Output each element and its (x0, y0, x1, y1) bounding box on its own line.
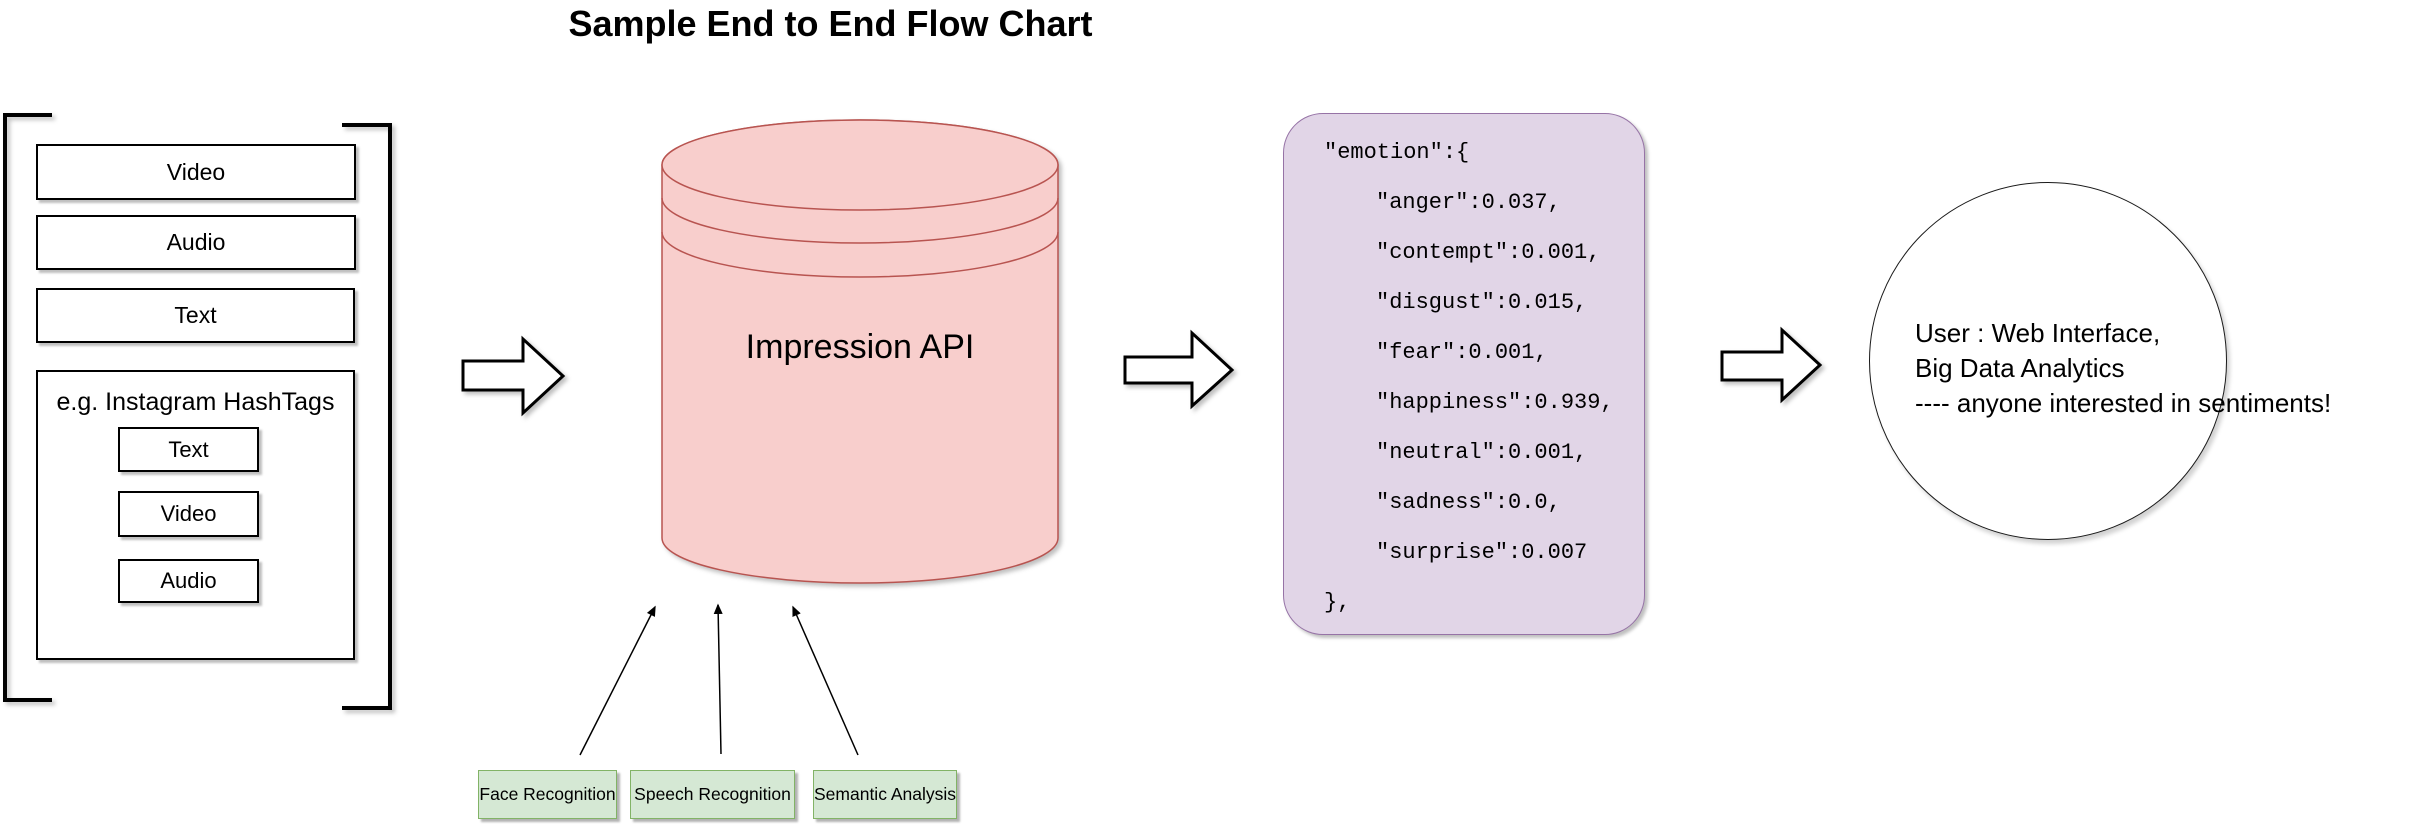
hashtag-box-text-label: Text (168, 436, 209, 462)
json-line: }, (1324, 590, 1351, 615)
flow-arrow-json-to-user (1720, 326, 1823, 404)
processor-box-face-recognition: Face Recognition (478, 770, 617, 819)
json-line: "surprise":0.007 (1376, 540, 1588, 565)
json-line: "anger":0.037, (1376, 190, 1561, 215)
json-line: "disgust":0.015, (1376, 290, 1588, 315)
json-output-box: "emotion":{ "anger":0.037, "contempt":0.… (1283, 113, 1645, 635)
json-line: "fear":0.001, (1376, 340, 1548, 365)
json-line: "happiness":0.939, (1376, 390, 1614, 415)
user-circle-text: User : Web Interface, Big Data Analytics… (1915, 316, 2331, 421)
impression-api-cylinder (661, 119, 1059, 584)
processor-arrow-face-recognition (579, 605, 656, 756)
cylinder-disc-line-1 (661, 197, 1059, 244)
flow-arrow-api-to-json (1123, 329, 1235, 410)
cylinder-disc-line-2 (661, 231, 1059, 278)
processor-box-semantic-analysis-label: Semantic Analysis (814, 784, 957, 804)
json-line: "sadness":0.0, (1376, 490, 1561, 515)
processor-box-speech-recognition-label: Speech Recognition (634, 784, 791, 804)
processor-box-speech-recognition: Speech Recognition (630, 770, 795, 819)
hashtag-box-video: Video (118, 491, 259, 537)
hashtag-example-label: e.g. Instagram HashTags (56, 388, 335, 416)
page-title: Sample End to End Flow Chart (568, 3, 1093, 44)
json-line: "contempt":0.001, (1376, 240, 1601, 265)
input-box-audio: Audio (36, 215, 356, 270)
cylinder-top-ellipse (661, 119, 1059, 211)
input-box-video-label: Video (166, 158, 226, 185)
hashtag-box-audio-label: Audio (160, 568, 217, 593)
processor-arrow-semantic-analysis (792, 605, 859, 756)
user-circle-line: ---- anyone interested in sentiments! (1915, 388, 2332, 418)
json-line: "emotion":{ (1324, 140, 1470, 165)
json-line: "neutral":0.001, (1376, 440, 1588, 465)
processor-arrow-speech-recognition (713, 603, 723, 755)
input-box-audio-label: Audio (166, 229, 226, 255)
user-circle-line: User : Web Interface, (1915, 318, 2161, 348)
processor-box-semantic-analysis: Semantic Analysis (813, 770, 957, 819)
input-box-text-label: Text (174, 302, 217, 328)
hashtag-example-box: e.g. Instagram HashTags Text Video Audio (36, 370, 355, 660)
hashtag-box-text: Text (118, 427, 259, 472)
hashtag-box-audio: Audio (118, 559, 259, 603)
input-box-text: Text (36, 288, 355, 343)
hashtag-box-video-label: Video (160, 501, 217, 526)
user-circle (1869, 182, 2227, 540)
input-box-video: Video (36, 144, 356, 200)
flow-arrow-inputs-to-api (461, 335, 566, 417)
impression-api-label: Impression API (745, 328, 975, 366)
input-bracket-right (342, 123, 392, 710)
input-bracket-left (3, 113, 52, 702)
processor-box-face-recognition-label: Face Recognition (479, 784, 616, 804)
user-circle-line: Big Data Analytics (1915, 353, 2125, 383)
